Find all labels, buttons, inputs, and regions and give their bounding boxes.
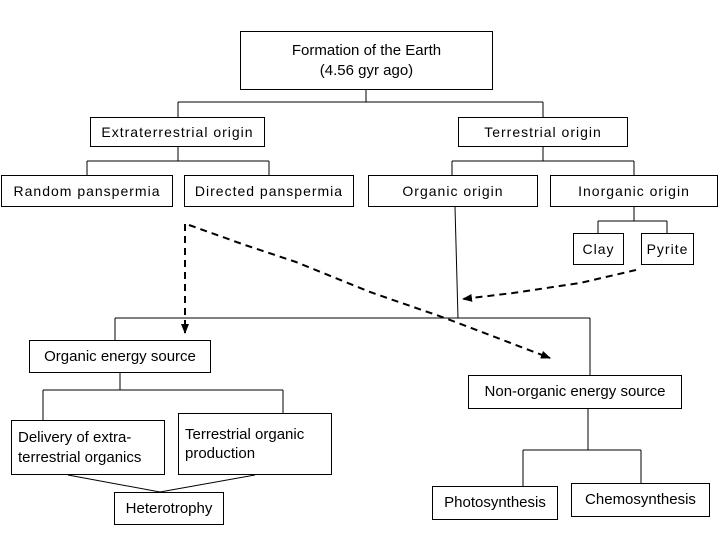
arrow-directed-to-nonorganic-energy	[188, 224, 551, 359]
link-organic-energy-to-children	[42, 373, 284, 420]
node-random-panspermia: Random panspermia	[1, 175, 173, 207]
node-delivery-extraterrestrial-organics: Delivery of extra- terrestrial organics	[11, 420, 165, 475]
node-terrestrial-production-line2: production	[185, 445, 256, 462]
node-formation-line1: Formation of the Earth	[291, 42, 442, 59]
link-formation-to-origins	[177, 90, 544, 117]
link-inorganic-to-minerals	[597, 207, 668, 233]
node-heterotrophy: Heterotrophy	[114, 492, 224, 525]
node-delivery-line2: terrestrial organics	[18, 448, 142, 466]
node-chemosynthesis: Chemosynthesis	[571, 483, 710, 517]
link-terrestrial-to-origins	[451, 146, 635, 175]
arrow-pyrite-to-energy-branch	[462, 269, 637, 302]
node-terrestrial-origin: Terrestrial origin	[458, 117, 628, 147]
node-directed-panspermia: Directed panspermia	[184, 175, 354, 207]
node-pyrite: Pyrite	[641, 233, 694, 265]
node-terrestrial-organic-production: Terrestrial organic production	[178, 413, 332, 475]
node-delivery-line1: Delivery of extra-	[18, 429, 132, 446]
link-organic-origin-to-energy	[454, 206, 459, 319]
link-to-heterotrophy	[67, 474, 256, 493]
node-photosynthesis: Photosynthesis	[432, 486, 558, 520]
node-non-organic-energy-source: Non-organic energy source	[468, 375, 682, 409]
link-extraterrestrial-to-panspermia	[86, 146, 270, 175]
link-nonorganic-energy-to-children	[522, 409, 642, 486]
node-inorganic-origin: Inorganic origin	[550, 175, 718, 207]
node-extraterrestrial-origin: Extraterrestrial origin	[90, 117, 265, 147]
node-organic-energy-source: Organic energy source	[29, 340, 211, 373]
node-formation-line2: (4.56 gyr ago)	[319, 61, 414, 79]
node-terrestrial-production-line1: Terrestrial organic	[185, 425, 305, 443]
link-energy-branch	[114, 317, 591, 375]
node-formation-of-earth: Formation of the Earth (4.56 gyr ago)	[240, 31, 493, 90]
node-organic-origin: Organic origin	[368, 175, 538, 207]
node-clay: Clay	[573, 233, 624, 265]
